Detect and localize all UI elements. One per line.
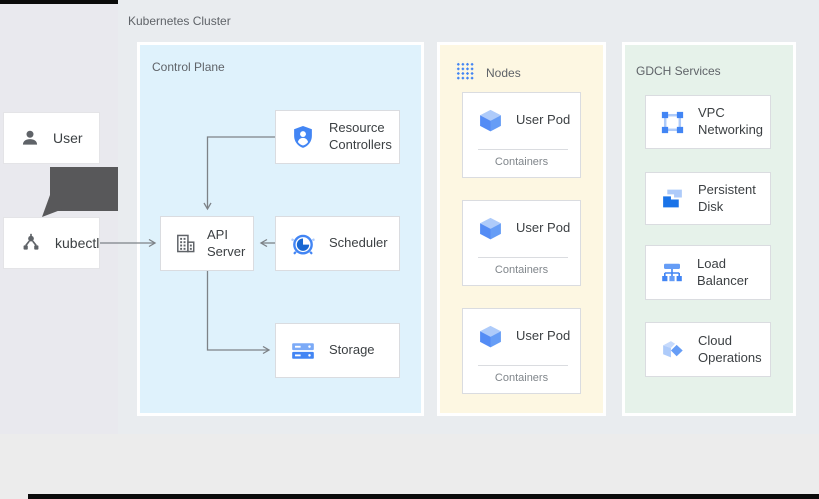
scheduler-node: Scheduler	[275, 216, 400, 271]
gdch-services-zone: GDCH Services VPC Networking	[622, 42, 796, 416]
vpc-networking-icon	[660, 110, 685, 135]
api-server-node: API Server	[160, 216, 254, 271]
vpc-networking-label: VPC Networking	[698, 105, 764, 137]
api-server-icon	[175, 233, 196, 254]
containers-label: Containers	[494, 156, 549, 168]
nodes-zone: Nodes User Pod Containers	[437, 42, 606, 416]
pod-cube-icon	[478, 108, 503, 133]
kubectl-node: kubectl	[3, 217, 100, 269]
persistent-disk-label: Persistent Disk	[698, 181, 756, 214]
kubernetes-cluster-label: Kubernetes Cluster	[128, 14, 231, 28]
cloud-operations-label: Cloud Operations	[698, 332, 762, 365]
user-pod-node: User Pod Containers	[462, 92, 581, 178]
load-balancer-icon	[660, 261, 684, 285]
gdch-services-label: GDCH Services	[636, 64, 721, 78]
api-server-label: API Server	[207, 226, 246, 259]
pod-cube-icon	[478, 324, 503, 349]
storage-node: Storage	[275, 323, 400, 378]
bottom-black-bar	[28, 494, 819, 499]
user-pod-label: User Pod	[516, 219, 571, 235]
containers-label: Containers	[494, 264, 549, 276]
persistent-disk-node: Persistent Disk	[645, 172, 771, 225]
scheduler-label: Scheduler	[329, 235, 388, 251]
scheduler-icon	[290, 231, 316, 257]
load-balancer-node: Load Balancer	[645, 245, 771, 300]
resource-controllers-node: Resource Controllers	[275, 110, 400, 164]
user-pod-label: User Pod	[516, 327, 571, 343]
nodes-icon	[455, 61, 474, 80]
pod-cube-icon	[478, 216, 503, 241]
user-icon	[20, 128, 40, 148]
user-node: User	[3, 112, 100, 164]
bottom-strip	[0, 434, 819, 499]
user-pod-node: User Pod Containers	[462, 200, 581, 286]
nodes-label: Nodes	[486, 66, 521, 80]
pod-divider	[478, 365, 568, 366]
top-black-bar	[0, 0, 118, 4]
control-plane-label: Control Plane	[152, 60, 225, 74]
resource-controllers-label: Resource Controllers	[329, 120, 392, 152]
vpc-networking-node: VPC Networking	[645, 95, 771, 149]
containers-label: Containers	[494, 372, 549, 384]
kubectl-label: kubectl	[55, 235, 100, 251]
pod-divider	[478, 257, 568, 258]
persistent-disk-icon	[660, 186, 685, 211]
shield-person-icon	[290, 124, 316, 150]
user-label: User	[53, 130, 83, 146]
pod-divider	[478, 149, 568, 150]
storage-icon	[290, 338, 316, 364]
user-pod-node: User Pod Containers	[462, 308, 581, 394]
storage-label: Storage	[329, 342, 375, 358]
control-plane-zone: Control Plane Resource Controllers	[137, 42, 424, 416]
kubectl-icon	[20, 232, 42, 254]
load-balancer-label: Load Balancer	[697, 255, 749, 288]
user-pod-label: User Pod	[516, 111, 571, 127]
cloud-operations-icon	[660, 337, 685, 362]
cloud-operations-node: Cloud Operations	[645, 322, 771, 377]
